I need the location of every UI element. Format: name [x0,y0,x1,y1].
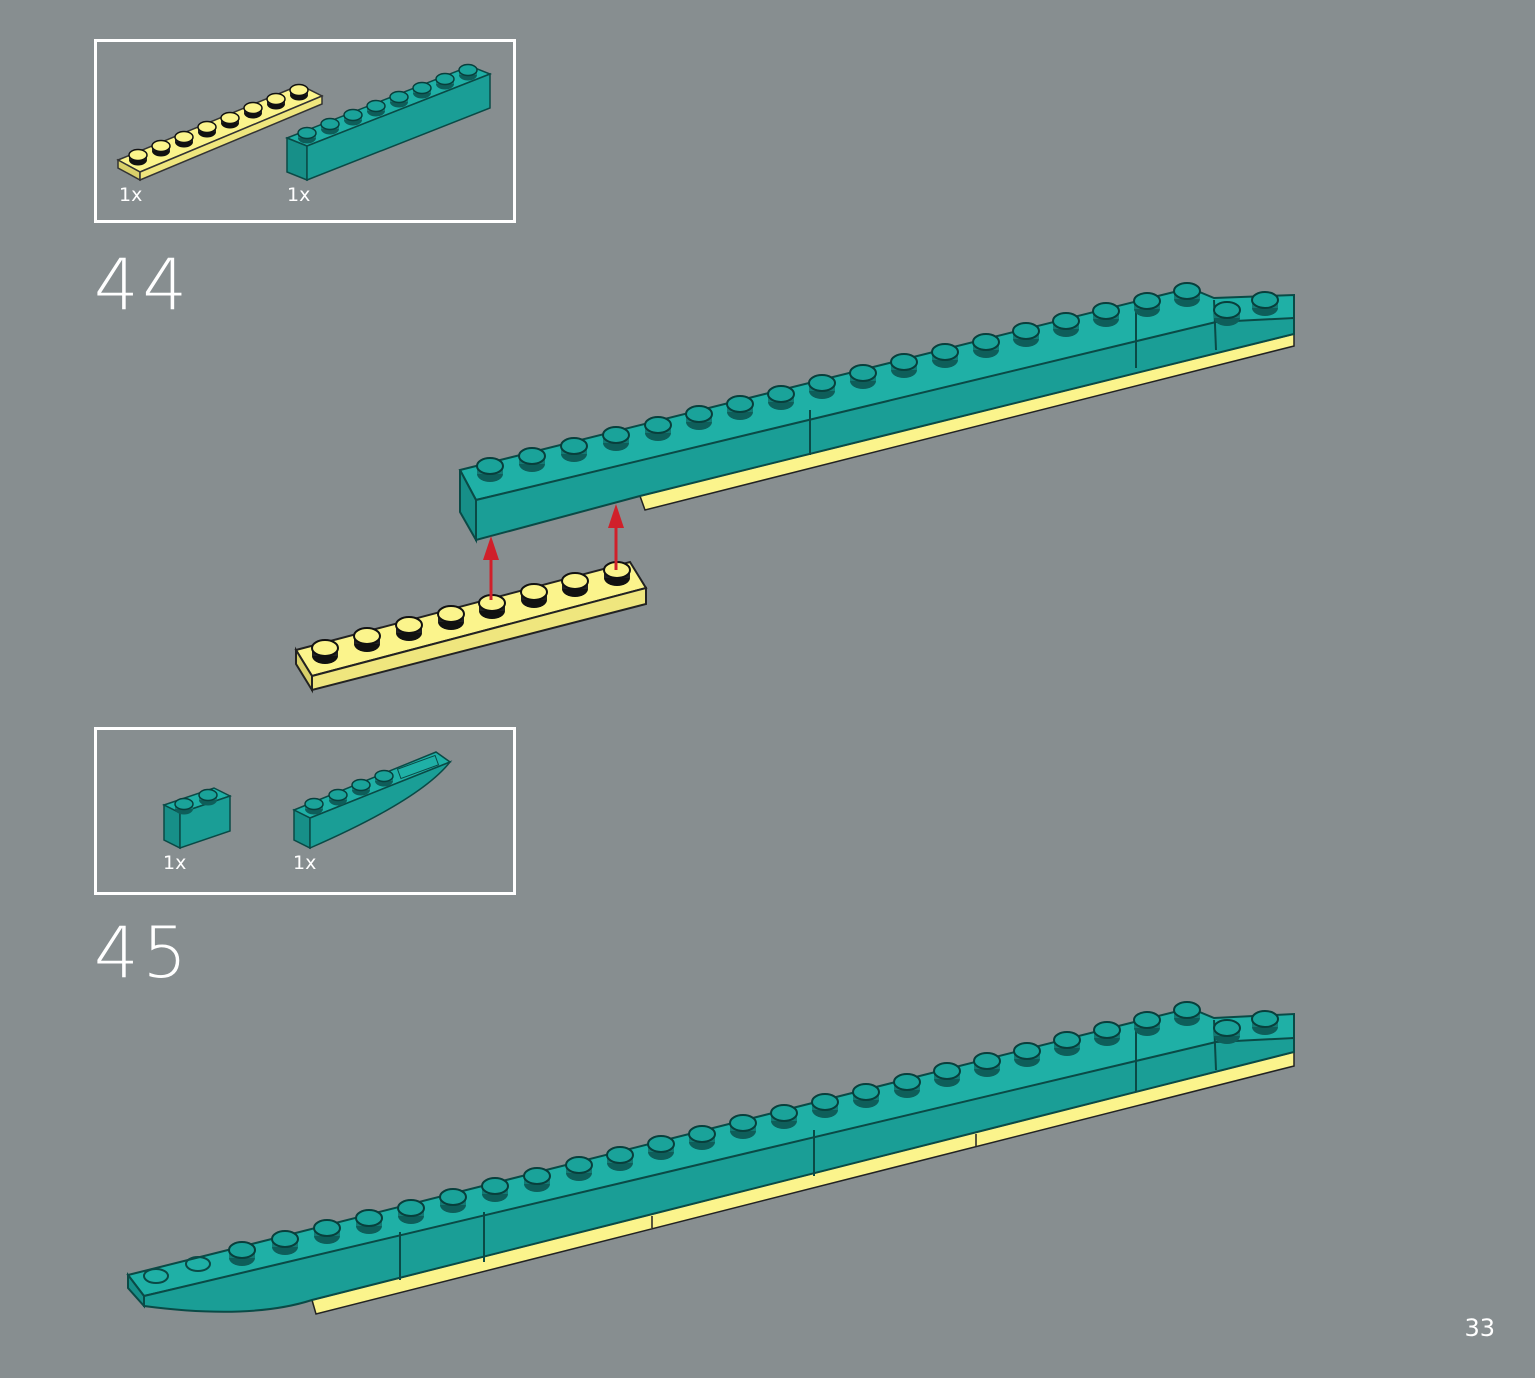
model-step-44-yellow-plate [294,560,648,694]
part-qty-3: 1x [163,852,187,874]
model-step-45-teal-bricks [126,1001,1295,1313]
parts-callout-step-45: 1x 1x [94,727,516,895]
step-number-44: 44 [94,244,192,326]
plate-1x8-yellow-icon [116,83,324,182]
step-number-45: 45 [94,912,192,994]
part-qty-2: 1x [287,184,311,206]
parts-callout-step-44: 1x 1x [94,39,516,223]
part-qty-1: 1x [119,184,143,206]
part-qty-4: 1x [293,852,317,874]
page-number: 33 [1464,1314,1495,1342]
brick-1x8-teal-icon [284,63,493,182]
model-step-45-yellow-base [311,1051,1295,1315]
brick-1x2-teal-icon [162,787,232,850]
attach-arrows [483,504,624,600]
model-step-44-teal-bricks [458,282,1295,544]
curved-slope-teal-icon [292,751,453,850]
